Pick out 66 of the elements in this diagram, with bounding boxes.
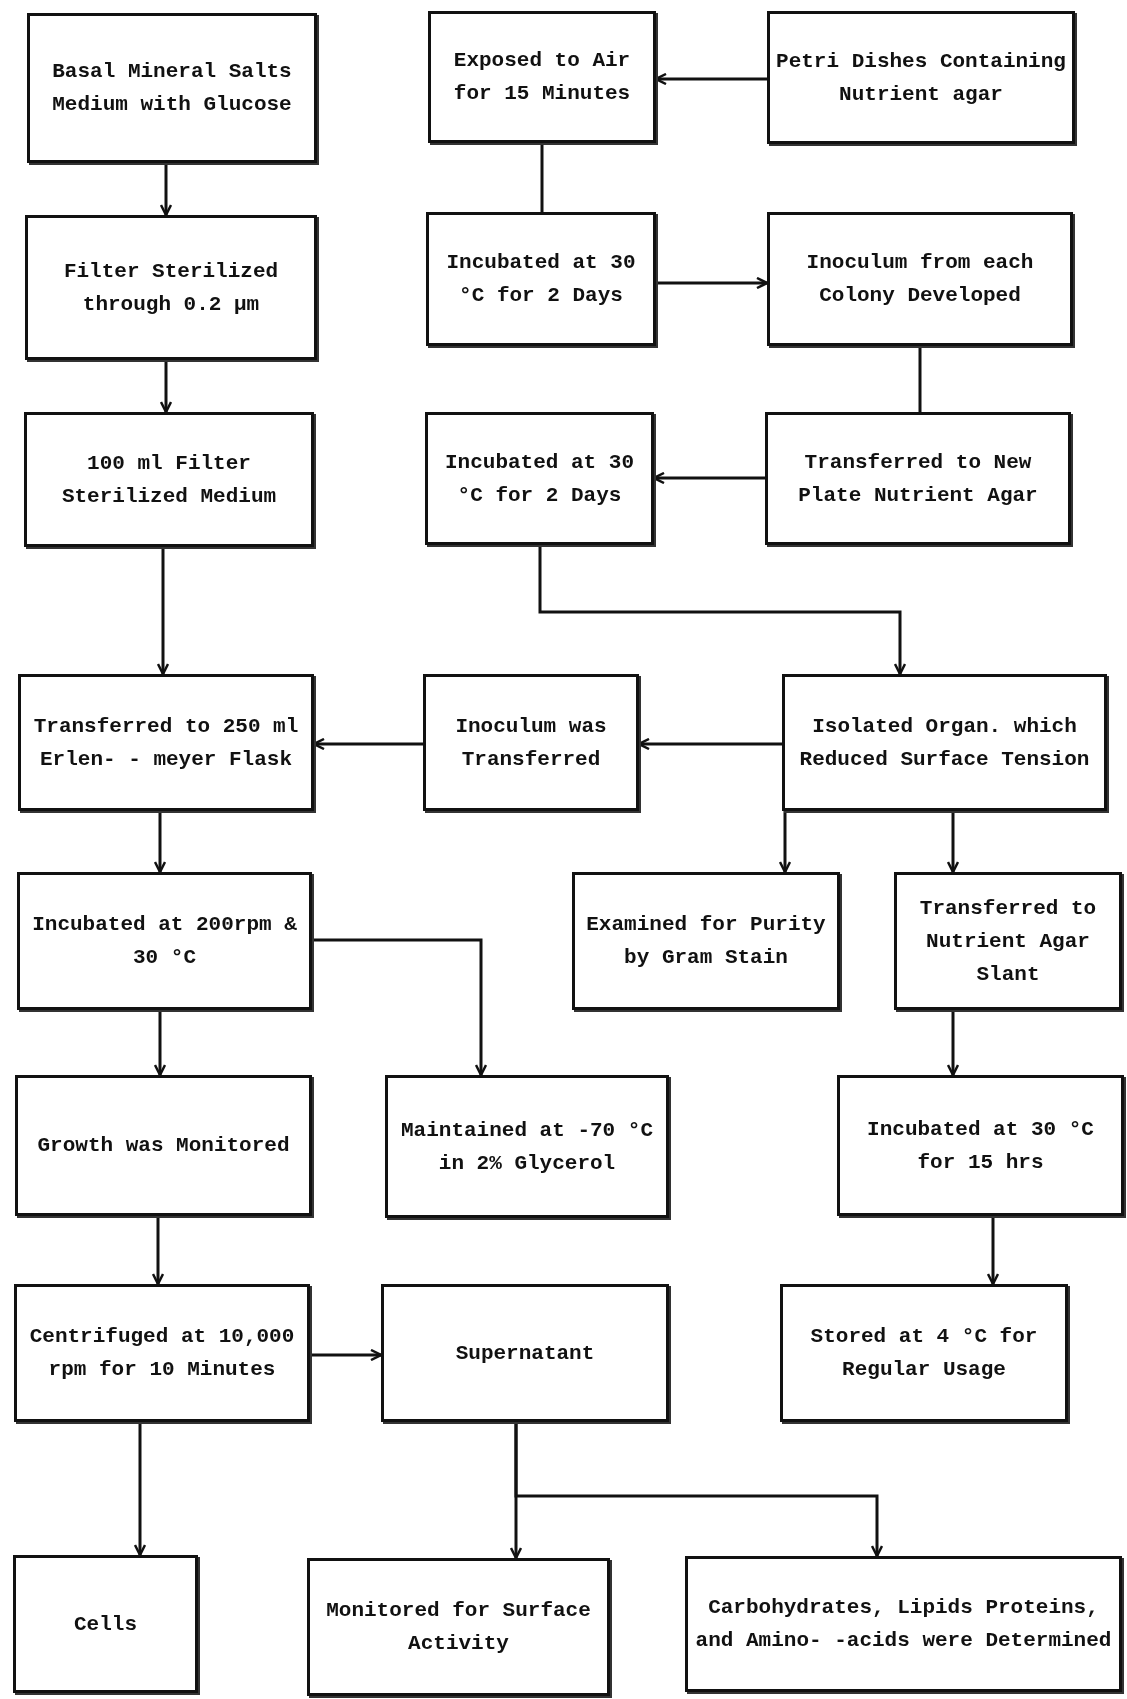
process-box (385, 1075, 669, 1218)
process-box (765, 412, 1071, 545)
arrow (538, 545, 907, 676)
step-text: Filter Sterilized through 0.2 µm (62, 258, 280, 318)
step-text: Inoculum from each Colony Developed (805, 250, 1035, 309)
process-box (780, 1284, 1068, 1422)
step-text: Incubated at 30 °C for 15 hrs (866, 1116, 1095, 1176)
process-box (13, 1555, 198, 1693)
process-box (27, 13, 317, 163)
process-box (423, 674, 639, 811)
step-text: Inoculum was Transferred (454, 713, 608, 773)
step-text: Incubated at 200rpm & 30 °C (31, 912, 298, 971)
process-box (426, 212, 656, 346)
step-text: Transferred to Nutrient Agar Slant (918, 895, 1098, 988)
process-box (25, 215, 317, 360)
step-text: Exposed to Air for 15 Minutes (452, 48, 632, 107)
connector-line (540, 143, 544, 212)
arrow (156, 547, 170, 676)
process-box (428, 11, 656, 143)
process-box (894, 872, 1122, 1010)
arrow (778, 811, 792, 874)
step-text: Incubated at 30 °C for 2 Days (445, 250, 637, 309)
process-box (767, 212, 1073, 346)
arrow (514, 1422, 884, 1558)
arrow (946, 1010, 960, 1077)
process-box (782, 674, 1107, 811)
arrow (153, 811, 167, 874)
arrow (133, 1422, 147, 1557)
arrow (159, 360, 173, 414)
arrow (153, 1010, 167, 1077)
process-box (18, 674, 314, 811)
arrow (310, 1348, 383, 1362)
arrow (312, 938, 488, 1077)
process-box (685, 1556, 1122, 1692)
step-text: Carbohydrates, Lipids Proteins, and Amino- -acids were Determined (694, 1595, 1113, 1654)
step-text: Isolated Organ. which Reduced Surface Tension (798, 713, 1091, 773)
process-box (381, 1284, 669, 1422)
step-text: Stored at 4 °C for Regular Usage (809, 1324, 1039, 1383)
process-box (572, 872, 840, 1010)
process-box (17, 872, 312, 1010)
process-box (837, 1075, 1124, 1216)
step-text: Transferred to New Plate Nutrient Agar (797, 449, 1039, 509)
arrow (946, 811, 960, 874)
arrow (159, 163, 173, 217)
step-text: Maintained at -70 °C in 2% Glycerol (399, 1117, 654, 1177)
arrow (986, 1216, 1000, 1286)
step-text: Monitored for Surface Activity (325, 1598, 592, 1657)
process-box (425, 412, 654, 545)
process-box (24, 412, 314, 547)
arrow (151, 1216, 165, 1286)
process-box (307, 1558, 610, 1696)
step-text: Transferred to 250 ml Erlen- - meyer Flask (32, 713, 300, 773)
step-text: Examined for Purity by Gram Stain (585, 912, 827, 971)
step-text: 100 ml Filter Sterilized Medium (60, 450, 278, 510)
step-text: Incubated at 30 °C for 2 Days (444, 449, 635, 509)
step-text: Supernatant (455, 1340, 595, 1367)
step-text: Cells (74, 1611, 137, 1638)
process-box (14, 1284, 310, 1422)
step-text: Centrifuged at 10,000 rpm for 10 Minutes (28, 1324, 296, 1383)
step-text: Petri Dishes Containing Nutrient agar (776, 48, 1066, 108)
arrow (656, 276, 769, 290)
step-text: Growth was Monitored (37, 1133, 290, 1159)
step-text: Basal Mineral Salts Medium with Glucose (51, 59, 293, 118)
process-box (767, 11, 1075, 144)
connector-line (918, 346, 922, 412)
process-box (15, 1075, 312, 1216)
